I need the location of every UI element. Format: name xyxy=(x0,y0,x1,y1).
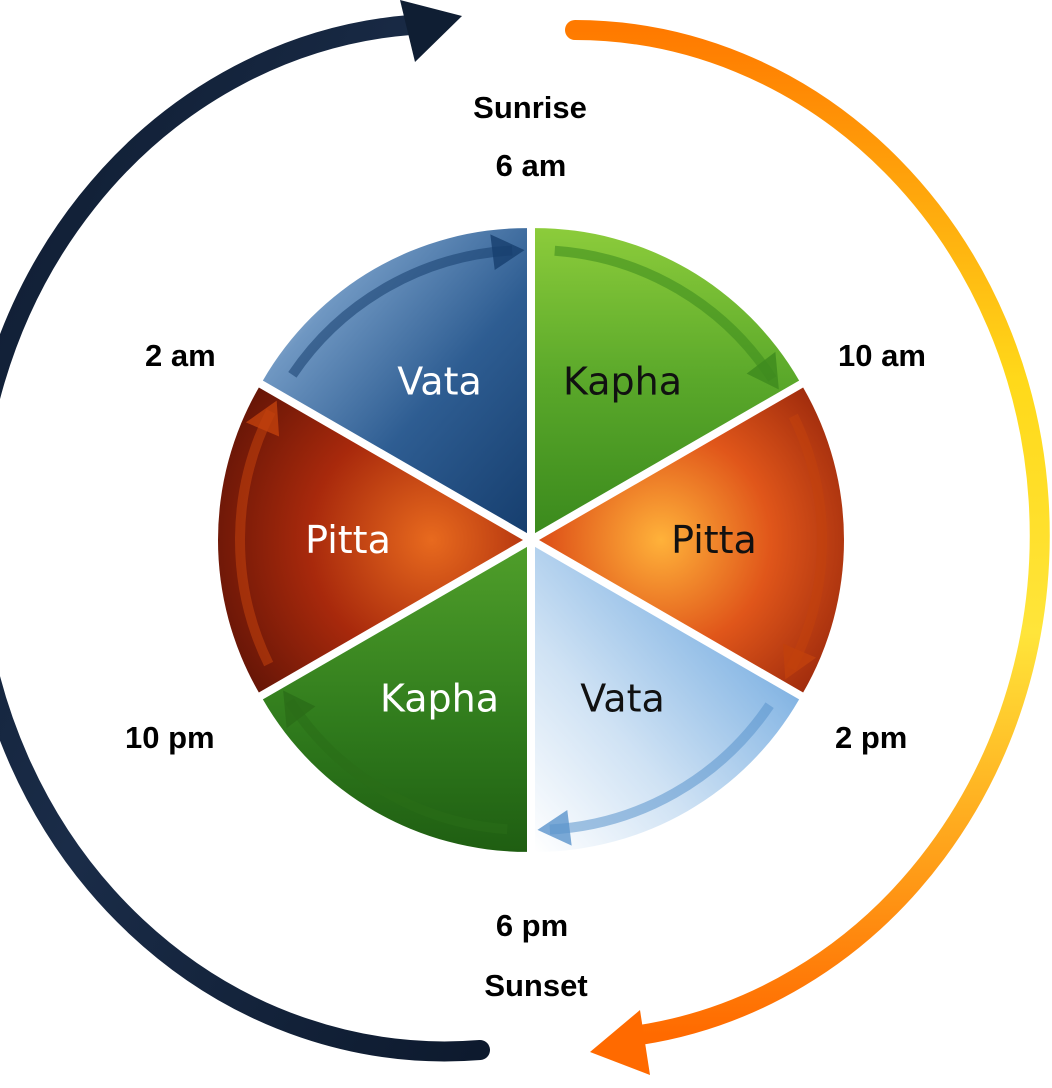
segment-2-arrowhead xyxy=(746,351,779,390)
segment-6-arrow-arc xyxy=(235,409,276,667)
time-2am-label: 2 am xyxy=(145,338,216,373)
segment-2-fill xyxy=(535,228,800,534)
segment-6-label: Pitta xyxy=(305,518,391,562)
segment-4-arrowhead xyxy=(537,809,572,846)
segment-4-fill xyxy=(535,546,800,852)
sunset-label: Sunset xyxy=(484,968,588,1003)
time-10pm-label: 10 pm xyxy=(125,720,215,755)
segment-5-fill xyxy=(262,546,527,852)
segment-5-arrow-arc xyxy=(285,698,508,835)
dosha-segment-2: Kapha xyxy=(535,228,800,534)
dosha-segment-5: Kapha xyxy=(262,546,527,852)
segment-3-label: Pitta xyxy=(671,518,757,562)
day-cycle-arrow xyxy=(565,20,1050,1075)
segment-6-arrowhead xyxy=(245,400,280,437)
segment-2-label: Kapha xyxy=(563,360,682,404)
segment-6-fill xyxy=(217,387,523,693)
night-cycle-arrow xyxy=(0,0,490,1062)
time-2pm-label: 2 pm xyxy=(835,720,908,755)
segment-3-fill xyxy=(539,387,844,693)
segment-5-arrowhead xyxy=(283,690,316,729)
segment-1-arrowhead xyxy=(490,234,525,271)
segment-1-label: Vata xyxy=(397,360,482,404)
dosha-segment-6: Pitta xyxy=(217,387,523,693)
sunrise-label: Sunrise xyxy=(473,90,587,125)
segment-3-arrowhead xyxy=(782,643,817,680)
segment-1-fill xyxy=(262,228,527,534)
time-10am-label: 10 am xyxy=(838,338,926,373)
segment-4-arrow-arc xyxy=(549,702,774,835)
dosha-segment-4: Vata xyxy=(535,546,800,852)
segment-2-arrow-arc xyxy=(554,245,777,382)
dosha-segment-1: Vata xyxy=(262,228,527,534)
segment-4-label: Vata xyxy=(580,676,665,720)
sunset-time-label: 6 pm xyxy=(495,908,569,943)
segment-5-label: Kapha xyxy=(380,676,499,720)
sunrise-time-label: 6 am xyxy=(495,148,567,183)
segment-3-arrow-arc xyxy=(786,413,827,671)
dosha-segment-3: Pitta xyxy=(539,387,844,693)
segment-1-arrow-arc xyxy=(288,245,513,378)
